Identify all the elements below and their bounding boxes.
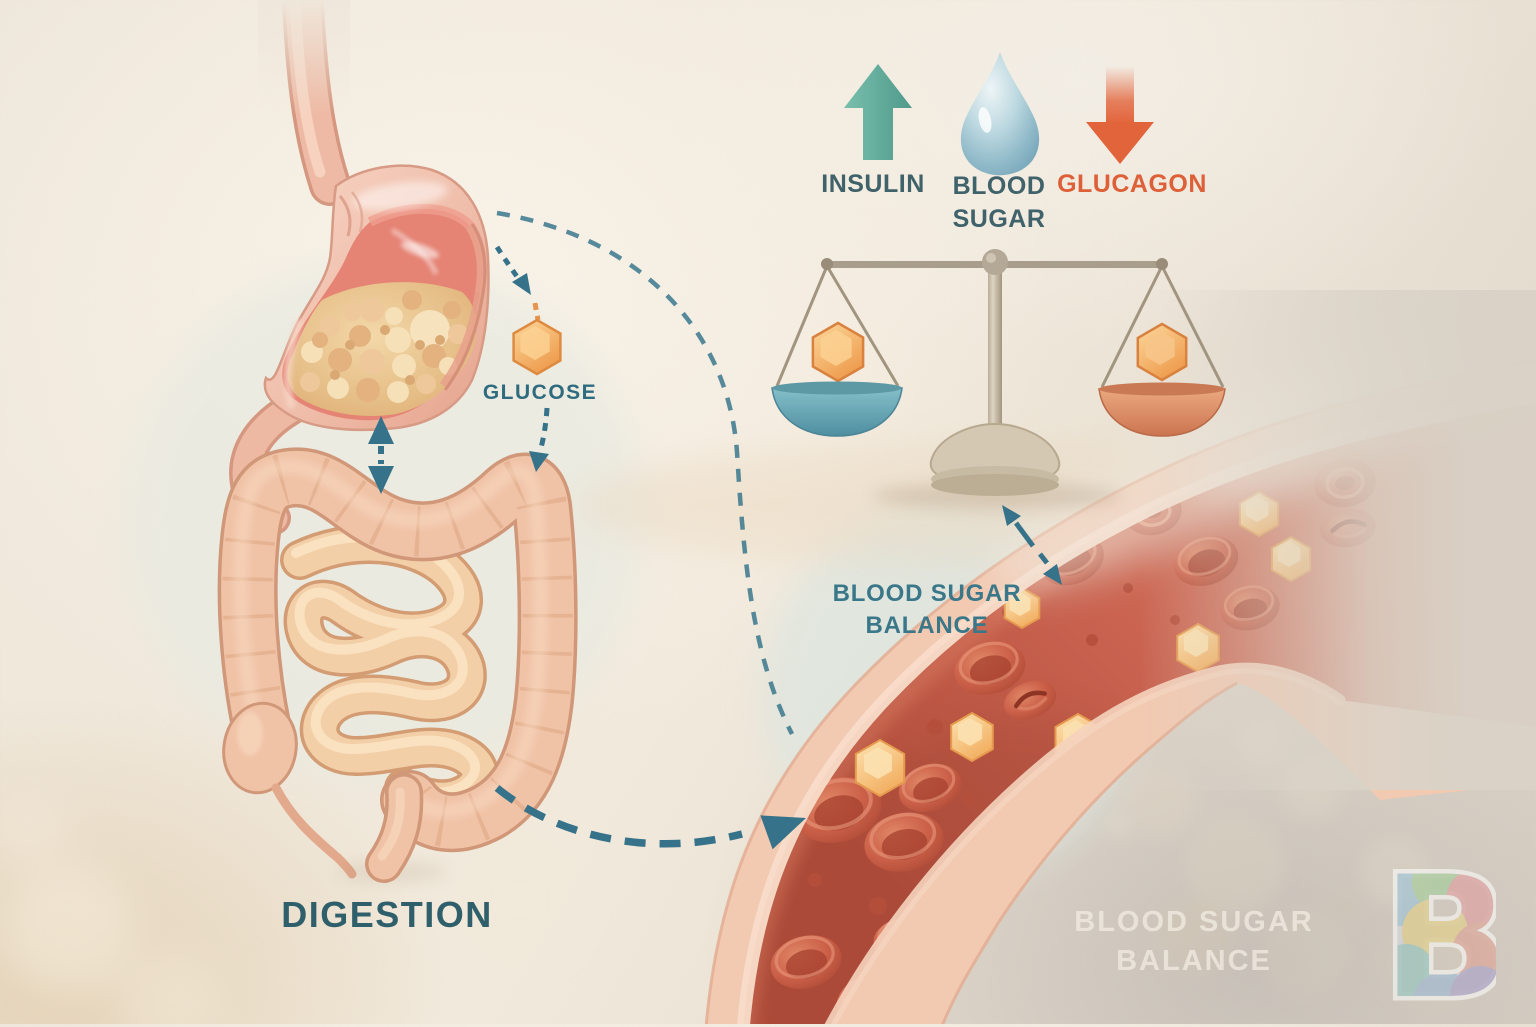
- glucose-hexagon-icon: [512, 318, 562, 376]
- vessel-watermark-caption: BLOOD SUGAR BALANCE: [1074, 903, 1314, 981]
- stomach-intestine-arrow: [368, 416, 394, 494]
- stomach-illustration: [263, 164, 490, 432]
- balance-scale-icon: [771, 249, 1226, 509]
- stomach-to-vessel-arc: [496, 210, 795, 736]
- balance-caption: BLOOD SUGAR BALANCE: [833, 578, 1022, 642]
- balance-caption-line2: BALANCE: [865, 612, 989, 639]
- logo-letter-outline: B: [1382, 856, 1496, 1022]
- large-intestine-colon: [217, 447, 578, 853]
- bokeh-bottom-left: [0, 790, 575, 1024]
- blood-sugar-droplet-icon: [960, 52, 1040, 176]
- digestion-label: DIGESTION: [281, 894, 493, 935]
- glucagon-label: GLUCAGON: [1057, 170, 1207, 198]
- bokeh-bottom-right: [1110, 718, 1480, 1010]
- blood-sugar-label-line1: BLOOD: [952, 172, 1046, 200]
- glucose-release-arrow: [494, 245, 541, 321]
- insulin-up-arrow-icon: [844, 64, 912, 160]
- blood-sugar-label: BLOOD SUGAR: [953, 170, 1046, 236]
- brand-logo-watermark: B B: [1378, 836, 1515, 1027]
- scale-left-pan: [771, 321, 903, 437]
- digestion-to-vessel-arrow: [494, 785, 806, 850]
- glucagon-down-arrow-icon: [1086, 66, 1154, 164]
- logo-color-fill: [1382, 852, 1511, 1027]
- vessel-watermark-line1: BLOOD SUGAR: [1074, 906, 1314, 938]
- digestive-system-illustration: [217, 0, 578, 883]
- scale-post: [988, 262, 1002, 448]
- blood-sugar-label-line2: SUGAR: [952, 205, 1046, 233]
- hormone-icons: [844, 52, 1154, 176]
- vessel-watermark-line2: BALANCE: [1116, 945, 1272, 977]
- glucose-to-intestine-arrow: [529, 407, 550, 472]
- balance-caption-line1: BLOOD SUGAR: [832, 580, 1022, 607]
- insulin-label: INSULIN: [821, 170, 925, 198]
- scale-vessel-arrow: [1002, 505, 1062, 585]
- brand-logo-b: B B: [1378, 836, 1515, 1027]
- rectum: [365, 773, 424, 883]
- scale-right-pan: [1098, 322, 1226, 437]
- mist-fade: [990, 290, 1536, 790]
- appendix: [271, 783, 357, 879]
- glucose-label: GLUCOSE: [482, 381, 598, 404]
